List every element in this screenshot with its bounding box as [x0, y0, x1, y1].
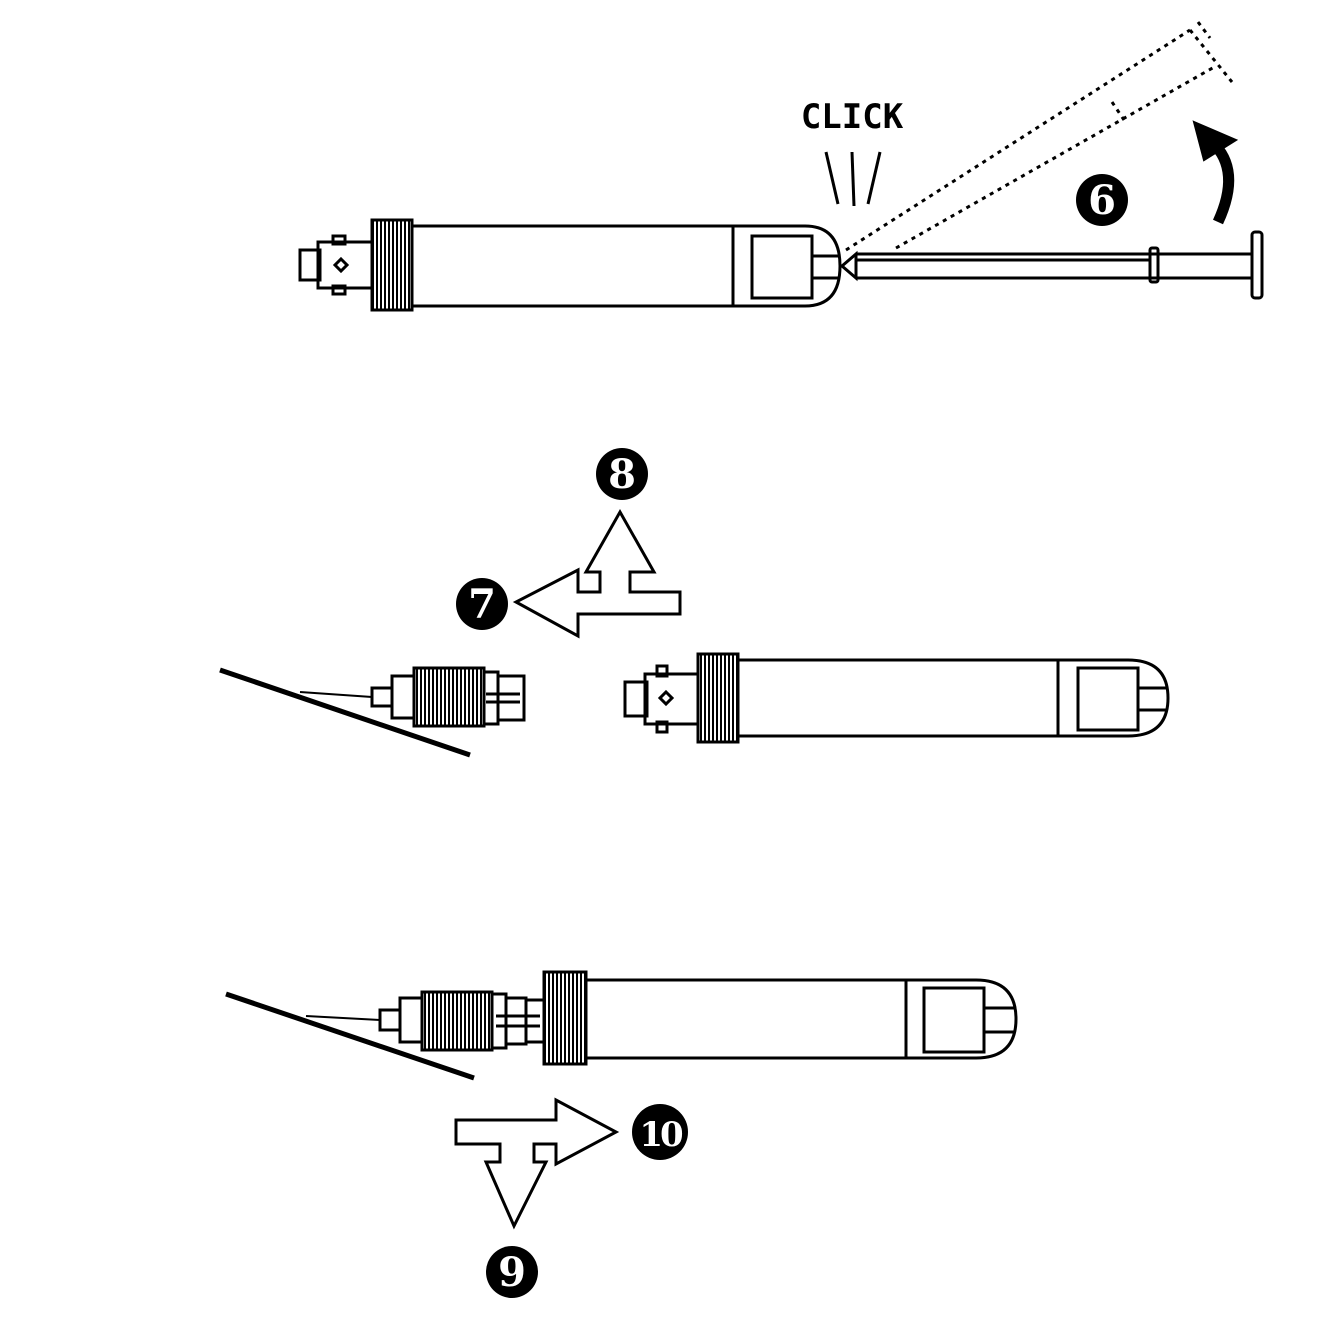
body-window — [750, 234, 814, 300]
step-10-badge: 10 — [632, 1104, 688, 1160]
skin-surface-line-2 — [225, 991, 475, 1081]
step-9-badge: 9 — [486, 1246, 538, 1298]
step-6-badge: 6 — [1076, 174, 1128, 226]
needle-hub-attached — [305, 990, 546, 1052]
panel-step-9-10 — [225, 970, 1018, 1230]
click-label: CLICK — [801, 97, 904, 137]
connector-tip — [298, 234, 375, 296]
click-ticks — [824, 151, 882, 207]
step-8-badge: 8 — [596, 448, 648, 500]
direction-arrow-up-left — [512, 508, 682, 639]
panel-step-6 — [298, 21, 1264, 312]
step-6-number: 6 — [1088, 177, 1116, 224]
device-separated — [623, 652, 1170, 744]
panel-step-7-8 — [219, 508, 1170, 758]
plunger-rod — [839, 230, 1264, 300]
knurled-collar — [370, 218, 414, 312]
direction-arrow-right-down — [454, 1097, 620, 1230]
device-body — [410, 224, 842, 308]
rotate-arrow-icon — [1192, 120, 1239, 225]
dashed-rod-outline — [845, 21, 1234, 252]
step-9-number: 9 — [498, 1249, 526, 1296]
skin-surface-line — [219, 667, 471, 758]
step-7-number: 7 — [468, 581, 496, 628]
needle-hub — [299, 666, 526, 728]
step-7-badge: 7 — [456, 578, 508, 630]
step-8-number: 8 — [608, 451, 636, 498]
step-10-number: 10 — [639, 1115, 683, 1155]
device-attached — [542, 970, 1018, 1066]
